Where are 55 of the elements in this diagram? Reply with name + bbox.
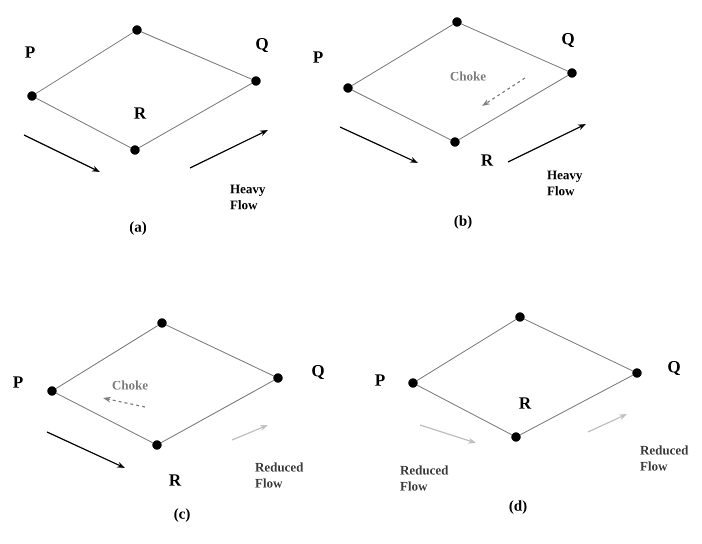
node-label: Q <box>562 33 574 47</box>
junction-dot <box>27 91 37 101</box>
choke-label: Choke <box>112 380 148 390</box>
junction-dot <box>632 368 642 378</box>
junction-dot <box>132 25 142 35</box>
panel-label: (b) <box>454 215 472 229</box>
link-line <box>140 31 252 80</box>
junction-dot <box>157 318 167 328</box>
node-label: P <box>13 376 23 388</box>
link-line <box>416 318 516 382</box>
flow-label: Reduced Flow <box>400 465 448 491</box>
link-line <box>352 24 454 86</box>
link-line <box>56 392 154 444</box>
panel-label: (a) <box>130 221 146 235</box>
junction-dot <box>251 76 261 86</box>
node-label: Q <box>256 38 268 52</box>
link-line <box>520 374 634 436</box>
junction-dot <box>567 68 577 78</box>
junction-dot <box>130 145 140 155</box>
node-label: R <box>169 474 182 486</box>
link-line <box>166 324 274 376</box>
junction-dot <box>343 83 353 93</box>
choke-label: Choke <box>450 71 486 81</box>
link-line <box>458 74 568 140</box>
flow-label: Heavy Flow <box>230 184 266 210</box>
link-line <box>524 318 634 372</box>
link-line <box>35 32 134 94</box>
junction-dot <box>47 386 57 396</box>
link-line <box>460 23 568 72</box>
flow-label: Heavy Flow <box>547 170 582 196</box>
node-label: R <box>134 107 146 119</box>
link-line <box>352 90 452 140</box>
link-line <box>36 98 132 148</box>
node-label: P <box>25 46 35 58</box>
link-line <box>138 82 252 148</box>
flow-label: Reduced Flow <box>640 445 688 471</box>
junction-dot <box>515 312 525 322</box>
link-line <box>56 324 158 390</box>
node-label: R <box>481 154 494 166</box>
node-label: P <box>375 374 385 386</box>
panel-label: (d) <box>510 500 526 514</box>
link-line <box>160 380 274 444</box>
node-label: Q <box>312 365 324 380</box>
panel-label: (c) <box>174 508 190 522</box>
flow-label: Reduced Flow <box>255 462 304 488</box>
junction-dot <box>152 440 162 450</box>
junction-dot <box>452 17 462 27</box>
link-line <box>416 384 512 436</box>
junction-dot <box>450 137 460 147</box>
junction-dot <box>408 378 418 388</box>
node-label: P <box>313 51 323 63</box>
junction-dot <box>273 373 283 383</box>
node-label: R <box>519 397 532 409</box>
node-label: Q <box>668 361 680 376</box>
junction-dot <box>511 432 521 442</box>
